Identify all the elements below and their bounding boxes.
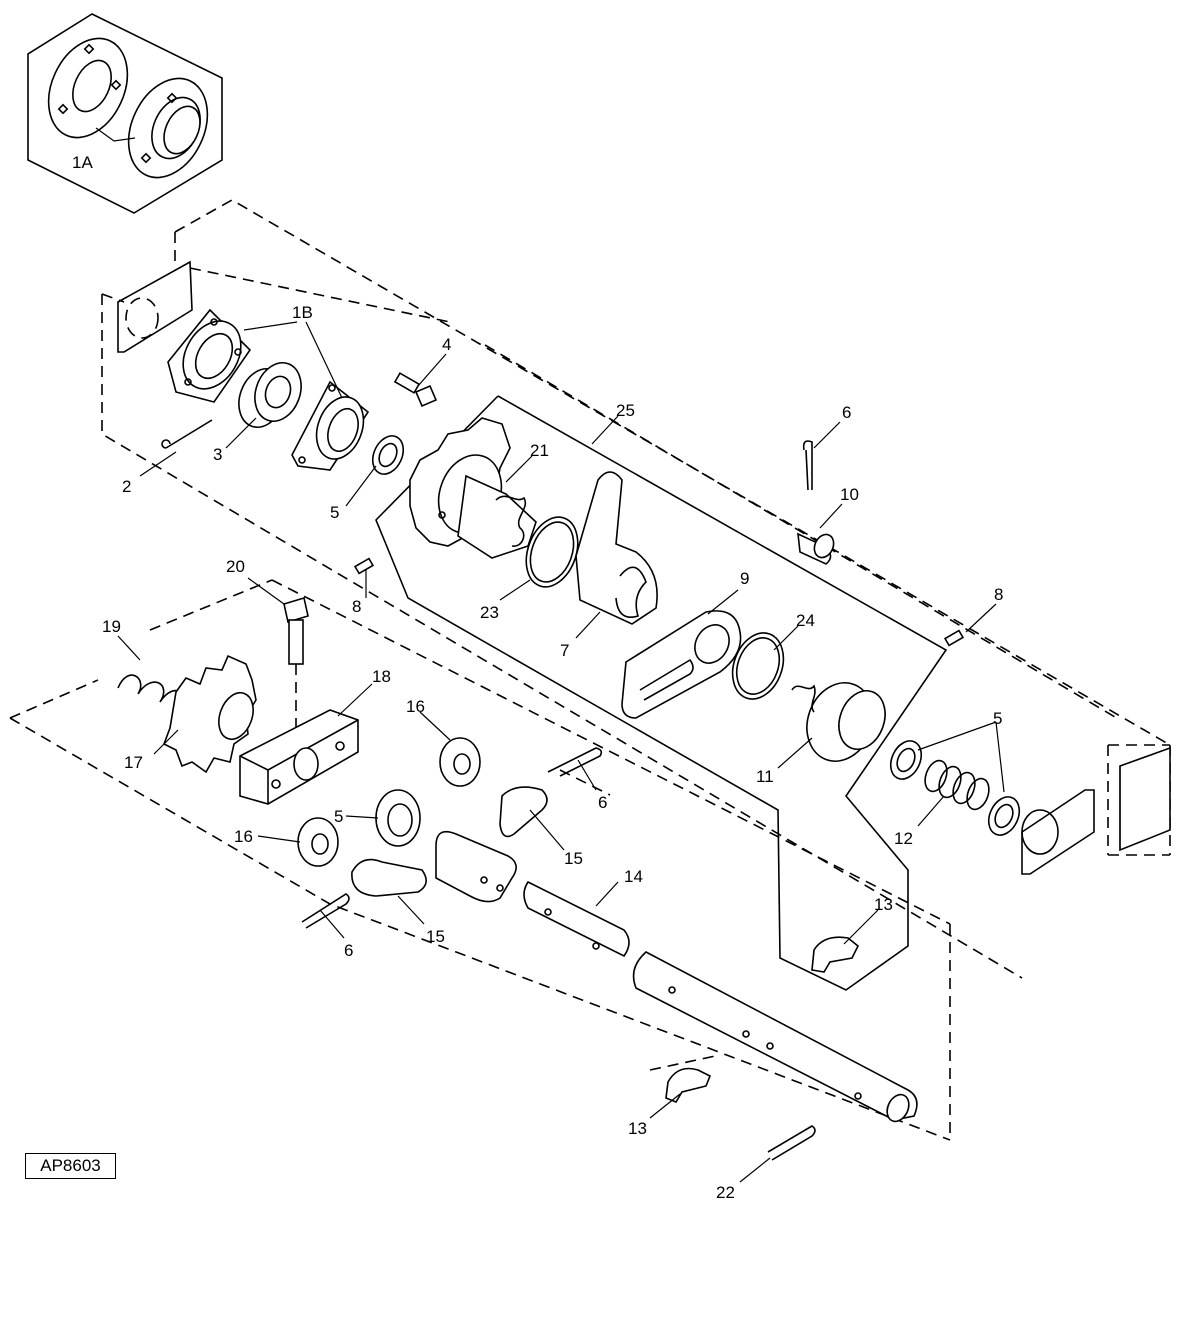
cotter-pin-6-lower [301,893,350,929]
callout-22: 22 [716,1183,735,1202]
callout-13-lower: 13 [628,1119,647,1138]
callout-8-right: 8 [994,585,1003,604]
callout-17: 17 [124,753,143,772]
figure-reference-label: AP8603 [25,1153,116,1179]
pin-15-lower [351,858,427,897]
callout-6-top: 6 [842,403,851,422]
callout-23: 23 [480,603,499,622]
clip-13-upper [811,936,860,973]
inset-bearing-flanges-1a [27,13,223,214]
callout-16-lower: 16 [234,827,253,846]
washer-5-lower [375,789,421,847]
callout-11: 11 [756,767,774,786]
grease-fitting-8-left [353,557,375,575]
flange-bearing-1b-right [291,380,370,471]
callout-24: 24 [796,611,815,630]
leader-lines [117,321,1005,1183]
callout-6-mid: 6 [598,793,607,812]
shaft-long [632,951,918,1123]
cotter-pin-2 [161,419,213,449]
callout-19: 19 [102,617,121,636]
bolt-20 [283,596,309,730]
callout-12: 12 [894,829,913,848]
callout-15-upper: 15 [564,849,583,868]
callout-16-upper: 16 [406,697,425,716]
callout-25: 25 [616,401,635,420]
pin-15-upper [499,786,548,838]
tube-14 [523,880,630,958]
ring-23 [525,516,579,588]
callout-1b: 1B [292,303,313,322]
clip-13-lower [665,1067,712,1103]
hub-11 [791,682,886,762]
callout-2: 2 [122,477,131,496]
callout-13-upper: 13 [874,895,893,914]
callout-5-upper: 5 [330,503,339,522]
tube-section-center [435,830,517,903]
washer-5-right [889,740,923,780]
callout-4: 4 [442,335,451,354]
bearing-3 [238,362,302,428]
washer-16-upper [439,737,481,787]
callout-3: 3 [213,445,222,464]
callout-7: 7 [560,641,569,660]
callout-1a: 1A [72,153,93,172]
clutch-sprocket-21 [409,417,537,559]
washer-5-far-right [987,796,1021,836]
callout-8-left: 8 [352,597,361,616]
flange-bearing-1b [167,308,252,403]
link-plate-9 [621,610,742,719]
washer-5-upper [371,435,405,475]
grease-fitting-8-right [943,629,965,647]
sprocket-17 [162,654,257,774]
callout-5-lower: 5 [334,807,343,826]
callout-21: 21 [530,441,549,460]
ring-24 [731,632,785,700]
callout-5-right: 5 [993,709,1002,728]
callout-6-lower: 6 [344,941,353,960]
cam-lever-7 [575,471,658,625]
cotter-pin-22 [767,1125,816,1161]
shaft-housing-outline [375,395,948,991]
pin-10 [797,532,835,565]
block-18 [239,709,359,805]
callout-10: 10 [840,485,859,504]
cotter-pin-6-mid [547,747,603,777]
callout-9: 9 [740,569,749,588]
callout-15-lower: 15 [426,927,445,946]
callout-14: 14 [624,867,643,886]
bolt-4 [393,372,438,408]
spring-12 [924,759,990,811]
cotter-pin-6-top [802,440,813,491]
frame-outline-dashed [101,199,1171,979]
washer-16-lower [297,817,339,867]
callout-20: 20 [226,557,245,576]
callout-18: 18 [372,667,391,686]
callout-labels: 1A 1B 2 3 4 5 5 5 6 6 6 7 8 8 9 10 11 12… [72,153,1003,1202]
